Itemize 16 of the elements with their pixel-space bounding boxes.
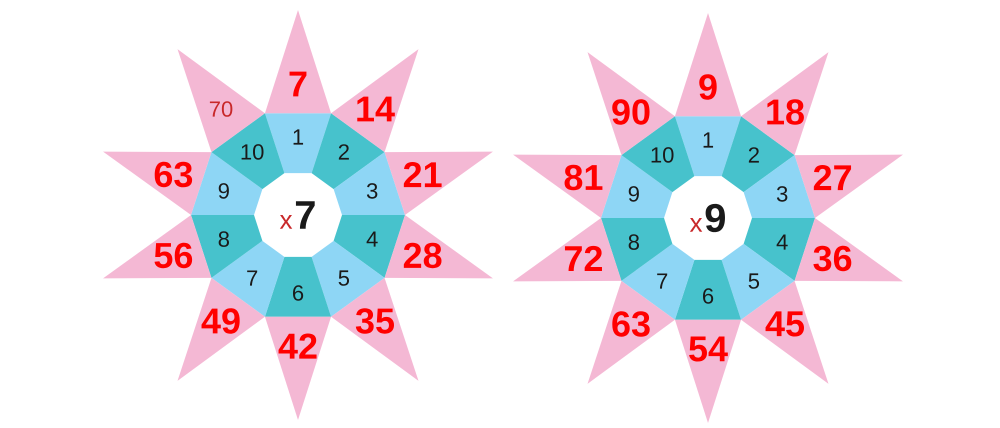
star-point: 56 <box>103 215 212 278</box>
segment: 6 <box>674 260 742 320</box>
star-point: 54 <box>674 320 742 423</box>
star-point: 21 <box>384 152 493 215</box>
star-point: 81 <box>513 154 622 218</box>
segment: 1 <box>264 113 332 174</box>
star-point: 28 <box>384 215 493 278</box>
star-point: 36 <box>794 218 903 282</box>
star-point: 63 <box>103 152 212 215</box>
star-point: 72 <box>513 218 622 282</box>
star-point: 7 <box>264 10 332 114</box>
segment: 6 <box>264 256 332 317</box>
star-point: 42 <box>264 316 332 420</box>
star-point: 9 <box>674 13 742 116</box>
segment: 1 <box>674 116 742 176</box>
star-point: 27 <box>794 154 903 218</box>
